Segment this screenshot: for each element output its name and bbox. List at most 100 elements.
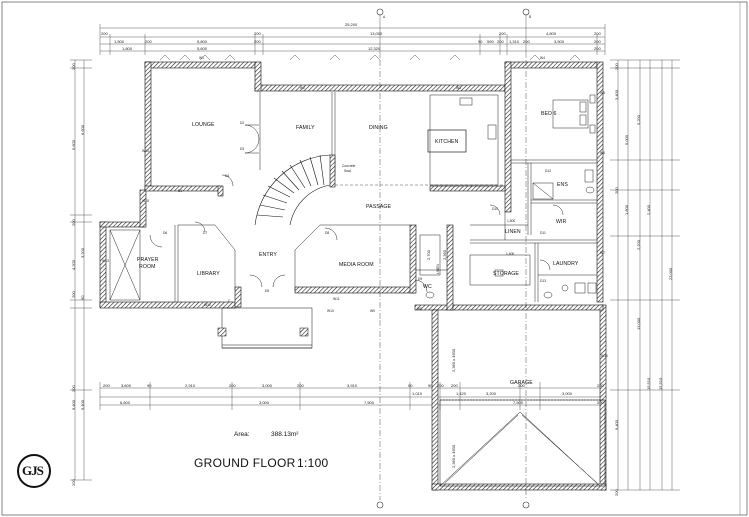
room-label-kitchen: KITCHEN [435, 139, 459, 145]
dim-right-11: 15,510 [646, 377, 651, 390]
dim-left-8: 200 [71, 385, 76, 392]
room-label-lounge: LOUNGE [192, 122, 215, 128]
drawing-title: GROUND FLOOR [194, 456, 296, 470]
tag-d: D9 [418, 277, 423, 281]
dim-left-2: 6,600 [80, 124, 85, 135]
left-dimension-lines [70, 59, 92, 481]
dim-top2-3: 200 [499, 31, 506, 36]
dim-bot1-8: 90 [408, 383, 413, 388]
tag-w: W7 [600, 251, 605, 255]
dim-top4-0: 1,800 [122, 46, 133, 51]
bed-fixture [552, 99, 589, 129]
room-label-dining: DINING [369, 125, 388, 131]
dim-left-11: 200 [71, 479, 76, 486]
dim-bot1-2: 90 [147, 383, 152, 388]
dim-left-4: 3,200 [80, 247, 85, 258]
dim-top2-0: 200 [101, 31, 108, 36]
label-concrete: Concrete [342, 164, 356, 168]
tag-d: D5 [265, 289, 270, 293]
interior-partitions [109, 60, 597, 500]
tag-d: D1 [178, 189, 183, 193]
dim-bot1-0: 200 [103, 383, 110, 388]
tag-d: D6 [163, 231, 168, 235]
tag-w: W2 [300, 86, 305, 90]
dim-top2-4: 4,800 [546, 31, 557, 36]
dim-bot1-6: 200 [297, 383, 304, 388]
dim-bot2-1: 3,000 [259, 400, 270, 405]
dim-right-6: 2,400 [646, 204, 651, 215]
dim-bot2-0: 6,600 [120, 400, 131, 405]
dim-bot1-1: 3,600 [121, 383, 132, 388]
dim-bot1-15: 200 [597, 383, 604, 388]
grid-bubble-a-bottom [376, 501, 384, 509]
dim-right-2: 5,200 [636, 114, 641, 125]
dim-bot1-3: 2,910 [185, 383, 196, 388]
fixtures [425, 94, 597, 299]
tag-w: W14 [142, 149, 149, 153]
tag-w: W1 [199, 56, 204, 60]
dim-left-0: 200 [71, 63, 76, 70]
grid-bubble-a-top [376, 8, 384, 16]
dim-bot1-7: 3,910 [347, 383, 358, 388]
tag-d: D3 [240, 147, 245, 151]
room-label-wc: WC [423, 284, 432, 290]
dim-right-8: 13,000 [636, 317, 641, 330]
room-label-wir: WIR [556, 219, 567, 225]
room-label-family: FAMILY [296, 125, 315, 131]
room-label-passage: PASSAGE [366, 204, 392, 210]
room-label-ens: ENS [557, 182, 568, 188]
tag-w: W10 [327, 309, 334, 313]
room-label-linen: LINEN [505, 229, 521, 235]
curved-staircase [254, 154, 336, 226]
tag-d: D10 [492, 207, 499, 211]
grid-bubble-b-top [522, 8, 530, 16]
dim-right-13: 200 [614, 489, 619, 496]
dim-inner-0: 2,700 [426, 249, 431, 260]
dim-top3-3: 200 [254, 39, 261, 44]
dim-inner-2: 1,800 [507, 219, 516, 223]
dim-top4-3: 200 [594, 46, 601, 51]
gjs-logo-circle [17, 454, 51, 488]
dim-bot1-13: 200 [518, 383, 525, 388]
dim-left-1: 5,600 [71, 139, 76, 150]
dim-top2-1: 200 [254, 31, 261, 36]
dim-top4-1: 5,600 [197, 46, 208, 51]
tag-w: W5 [600, 91, 605, 95]
dim-left-10: 9,400 [80, 399, 85, 410]
dim-bot2-3: 1,010 [412, 391, 423, 396]
tag-w: W3 [456, 86, 461, 90]
dim-top4-2: 12,320 [368, 46, 381, 51]
area-label: Area: [234, 431, 250, 438]
bottom-dimension-lines [99, 382, 606, 410]
dim-right-0: 200 [614, 63, 619, 70]
grid-bubble-b-bottom [522, 501, 530, 509]
top-dimension-lines [99, 14, 606, 58]
tag-d: D13 [540, 279, 547, 283]
tag-w: W11 [333, 297, 340, 301]
dim-left-5: 200 [71, 291, 76, 298]
dim-right-10: 9,400 [614, 419, 619, 430]
tag-d: D2 [240, 121, 245, 125]
room-label-storage: STORAGE [493, 271, 519, 277]
tag-w: W12 [204, 303, 211, 307]
dim-top3-1: 200 [145, 39, 152, 44]
room-label-prayer: PRAYER [137, 257, 159, 263]
dim-bot1-5: 3,000 [262, 383, 273, 388]
dim-bot1-4: 200 [229, 383, 236, 388]
door-swings [149, 124, 564, 293]
dim-right-7: 2,200 [636, 239, 641, 250]
garage-roof-outline [439, 399, 606, 487]
room-label-bed: BED 6 [541, 111, 557, 117]
tag-d: D12 [545, 169, 552, 173]
dim-bot1-14: 3,000 [562, 391, 573, 396]
tag-d: D7 [203, 231, 208, 235]
dim-top3-6: 200 [497, 39, 504, 44]
dim-right-4: 200 [614, 187, 619, 194]
gjs-logo-text: GJS [22, 463, 44, 478]
area-value: 388.13m² [271, 431, 299, 438]
dim-right-1: 3,400 [614, 89, 619, 100]
dim-top3-5: 590 [487, 39, 494, 44]
